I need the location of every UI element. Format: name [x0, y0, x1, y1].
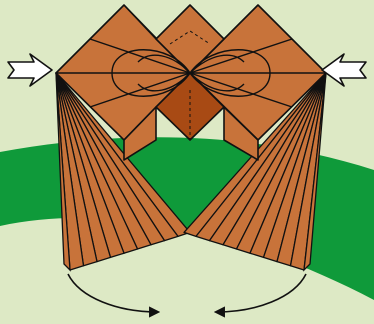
diagram-svg [0, 0, 374, 324]
origami-diagram-canvas [0, 0, 374, 324]
